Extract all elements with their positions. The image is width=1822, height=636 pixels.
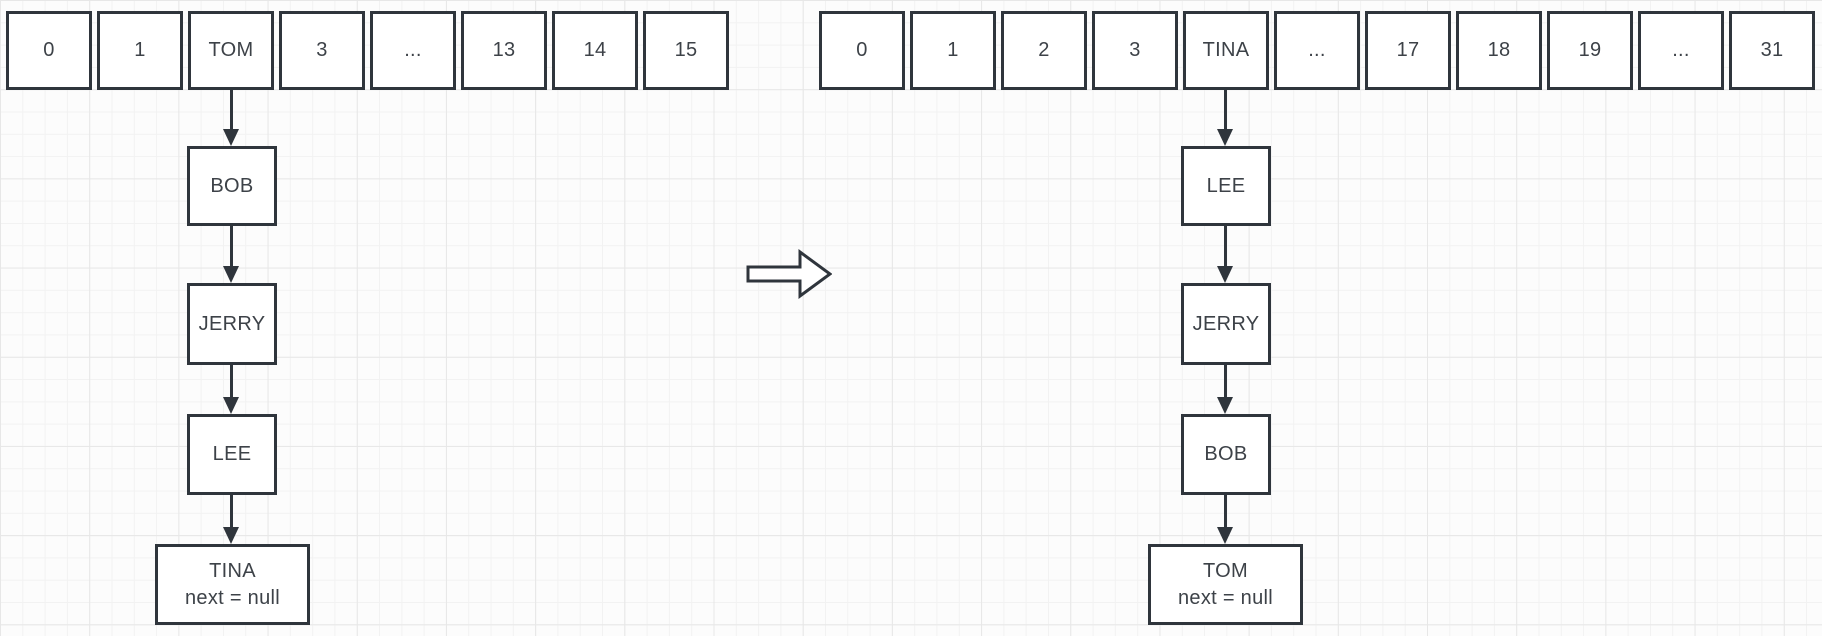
array-cell: 0 (819, 11, 905, 90)
down-arrow-icon (1217, 495, 1234, 544)
array-cell: 2 (1001, 11, 1087, 90)
chain-tail-note: next = null (1177, 586, 1274, 609)
chain-tail-label: TINA (209, 559, 256, 582)
chain-node: BOB (187, 146, 277, 226)
array-cell: 15 (643, 11, 729, 90)
chain-tail-node: TOM next = null (1148, 544, 1303, 625)
array-cell: 18 (1456, 11, 1542, 90)
chain-node: BOB (1181, 414, 1271, 495)
array-cell: 14 (552, 11, 638, 90)
array-cell: 19 (1547, 11, 1633, 90)
chain-tail-node: TINA next = null (155, 544, 310, 625)
array-cell: 3 (1092, 11, 1178, 90)
down-arrow-icon (223, 365, 240, 414)
down-arrow-icon (1217, 90, 1234, 146)
down-arrow-icon (1217, 226, 1234, 283)
bucket-array-after: 0 1 2 3 TINA ... 17 18 19 ... 31 (819, 11, 1815, 90)
bucket-array-before: 0 1 TOM 3 ... 13 14 15 (6, 11, 729, 90)
array-cell: 3 (279, 11, 365, 90)
array-cell: TINA (1183, 11, 1269, 90)
array-cell: 13 (461, 11, 547, 90)
chain-node: JERRY (1181, 283, 1271, 365)
down-arrow-icon (223, 495, 240, 544)
down-arrow-icon (223, 90, 240, 146)
array-cell: 0 (6, 11, 92, 90)
chain-node: LEE (1181, 146, 1271, 226)
chain-tail-note: next = null (184, 586, 281, 609)
array-cell-ellipsis: ... (1638, 11, 1724, 90)
array-cell: 1 (97, 11, 183, 90)
array-cell: 17 (1365, 11, 1451, 90)
down-arrow-icon (223, 226, 240, 283)
array-cell: 1 (910, 11, 996, 90)
chain-node: LEE (187, 414, 277, 495)
chain-node: JERRY (187, 283, 277, 365)
resize-block-arrow-icon (746, 249, 832, 299)
array-cell-ellipsis: ... (370, 11, 456, 90)
down-arrow-icon (1217, 365, 1234, 414)
chain-tail-label: TOM (1203, 559, 1248, 582)
array-cell-ellipsis: ... (1274, 11, 1360, 90)
array-cell: TOM (188, 11, 274, 90)
array-cell: 31 (1729, 11, 1815, 90)
